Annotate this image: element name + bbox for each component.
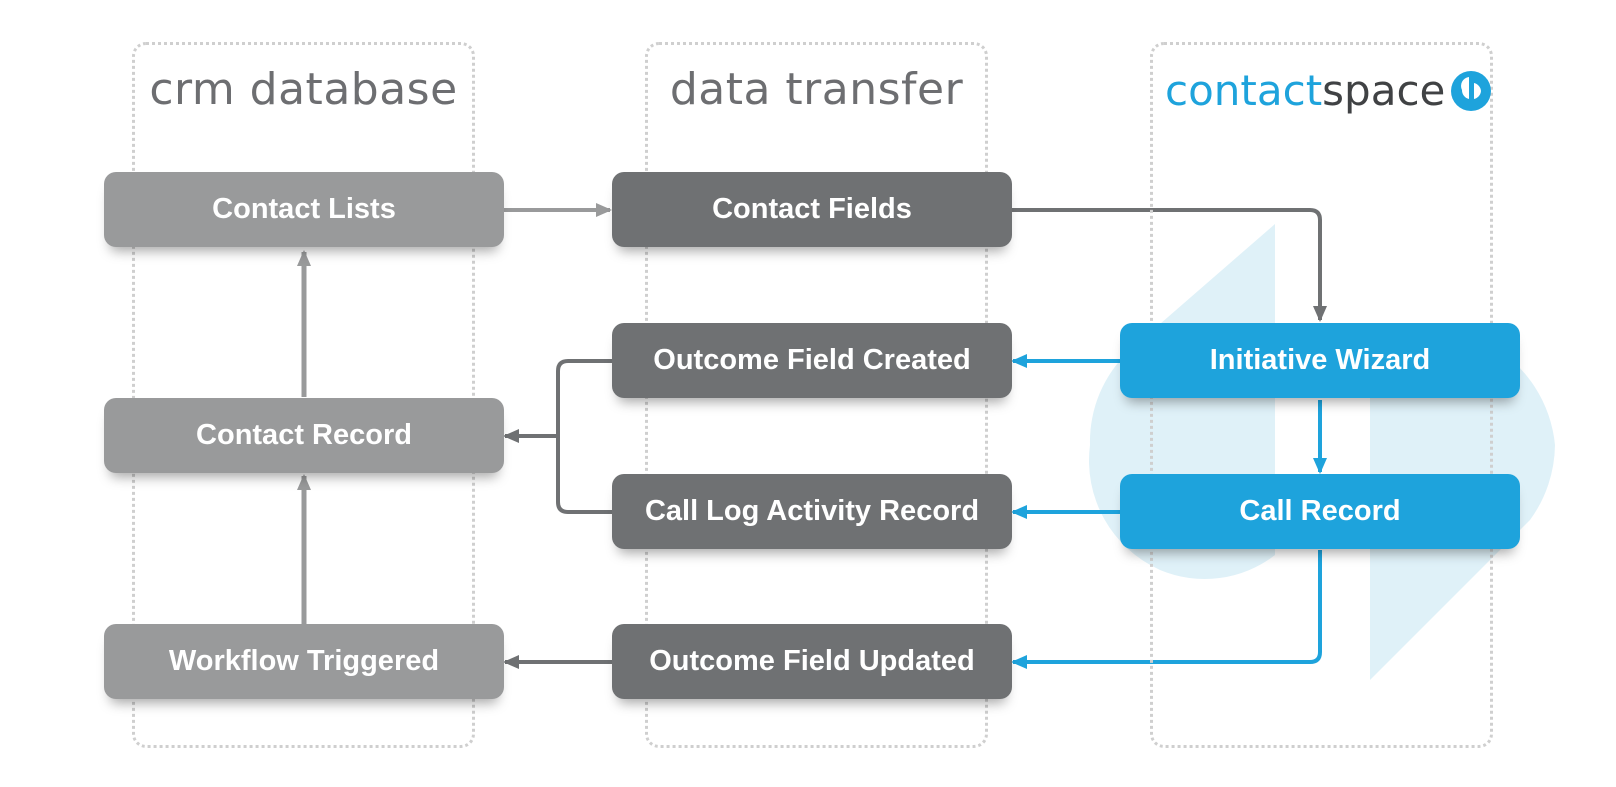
node-call-record: Call Record <box>1120 474 1520 549</box>
logo-text-space: space <box>1322 66 1446 115</box>
crm-database-title: crm database <box>149 64 458 115</box>
node-call-log-activity-record: Call Log Activity Record <box>612 474 1012 549</box>
arrow-transfer-bracket-to-contact-record <box>556 359 612 514</box>
node-contact-lists: Contact Lists <box>104 172 504 247</box>
arrow-contact-fields-to-initiative-wizard <box>1010 208 1327 322</box>
data-transfer-title: data transfer <box>669 64 964 115</box>
node-outcome-field-updated: Outcome Field Updated <box>612 624 1012 699</box>
contactspace-logo: contact space <box>1165 66 1493 115</box>
node-contact-fields: Contact Fields <box>612 172 1012 247</box>
logo-text-contact: contact <box>1165 66 1323 115</box>
contactspace-logo-icon <box>1451 70 1492 111</box>
node-contact-record: Contact Record <box>104 398 504 473</box>
arrow-call-record-to-outcome-updated <box>1011 550 1322 669</box>
node-workflow-triggered: Workflow Triggered <box>104 624 504 699</box>
crm-database-column <box>132 42 475 748</box>
node-outcome-field-created: Outcome Field Created <box>612 323 1012 398</box>
node-initiative-wizard: Initiative Wizard <box>1120 323 1520 398</box>
